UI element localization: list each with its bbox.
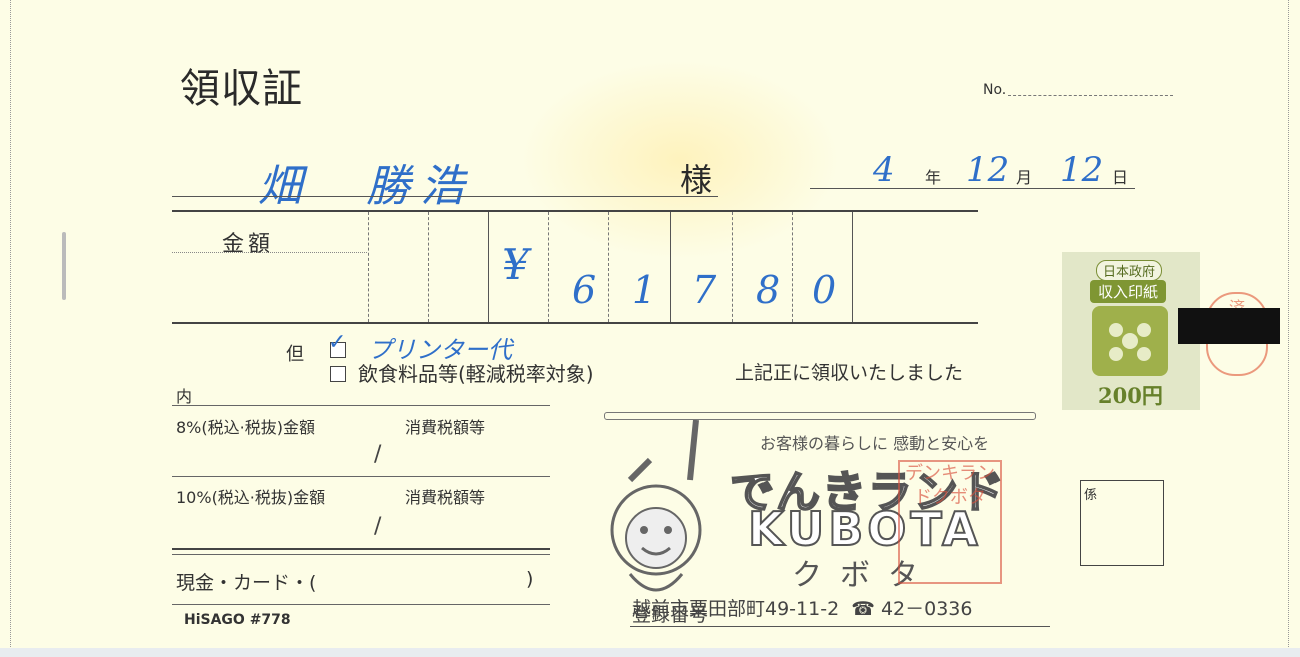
shop-name-jp: でんきランド — [729, 466, 1006, 519]
monkey-mascot-icon — [610, 420, 702, 592]
amount-digit: ¥ — [502, 240, 529, 289]
food-checkbox — [330, 366, 346, 382]
amount-cell-divider — [428, 212, 429, 322]
registration-rule — [630, 626, 1050, 627]
amount-cell-divider — [488, 212, 489, 322]
breakdown-label: 内 — [176, 387, 193, 406]
shop-stamp: お客様の暮らしに 感動と安心を でんきランド KUBOTA クボタ デンキランド… — [580, 400, 1050, 640]
amount-cell-divider — [608, 212, 609, 322]
amount-cell-divider — [732, 212, 733, 322]
date-day: 12 — [1060, 150, 1104, 190]
proviso-checkbox — [330, 342, 346, 358]
revenue-stamp-top: 日本政府 — [1096, 260, 1163, 281]
date-underline — [810, 188, 1135, 189]
revenue-stamp-price: 200円 — [1098, 383, 1163, 408]
shop-slogan: お客様の暮らしに 感動と安心を — [760, 434, 990, 453]
amount-top-rule — [172, 210, 978, 212]
amount-cell-divider — [792, 212, 793, 322]
shop-name-kana: クボタ — [792, 558, 936, 593]
amount-cell-divider — [548, 212, 549, 322]
amount-cell-divider — [670, 212, 671, 322]
shop-address: 越前市粟田部町49-11-2 ☎ 42－0336 — [632, 598, 973, 620]
date-day-unit: 日 — [1112, 168, 1129, 187]
shop-name-en: KUBOTA — [747, 501, 982, 557]
slash-mark: / — [374, 514, 382, 539]
stamp-bar — [604, 412, 1036, 420]
amount-digit: 7 — [692, 268, 717, 312]
amount-cell-divider — [368, 212, 369, 322]
receipt-title: 領収証 — [180, 66, 303, 112]
revenue-stamp: 日本政府 収入印紙 200円 — [1062, 252, 1200, 410]
amount-label: 金額 — [222, 232, 275, 257]
tax-8-label: 8%(税込·税抜)金額 — [176, 418, 315, 437]
flower-icon — [1092, 306, 1168, 376]
check-mark-icon: ✓ — [328, 330, 347, 355]
payment-rule — [172, 604, 550, 605]
perforation-right — [1288, 0, 1289, 657]
binding-slot — [62, 232, 66, 300]
staff-box — [1080, 480, 1164, 566]
recipient-name: 畑 勝浩 — [258, 161, 474, 212]
date-year: 4 — [873, 150, 895, 190]
date-month-unit: 月 — [1016, 168, 1033, 187]
tax-10-amount-label: 消費税額等 — [405, 488, 486, 507]
tax-row-rule — [172, 476, 550, 477]
proviso-note: プリンター代 — [368, 336, 512, 364]
payment-methods: 現金・カード・( — [176, 572, 317, 594]
shop-phone: ☎ 42－0336 — [851, 598, 973, 620]
registration-label: 登録番号 — [632, 604, 709, 626]
food-option-label: 飲食料品等(軽減税率対象) — [358, 362, 594, 386]
shop-red-seal: デンキランドクボタ — [898, 460, 1002, 584]
proviso-label: 但 — [286, 344, 304, 365]
redaction-bar — [1178, 308, 1280, 344]
tax-bottom-rule — [172, 554, 550, 555]
amount-cell-divider — [852, 212, 853, 322]
amount-digit: 0 — [812, 268, 837, 312]
date-month: 12 — [966, 150, 1010, 190]
perforation-left — [10, 0, 11, 657]
date-year-unit: 年 — [925, 168, 942, 187]
center-watermark — [520, 60, 840, 260]
tax-8-amount-label: 消費税額等 — [405, 418, 486, 437]
recipient-underline — [172, 196, 718, 197]
staff-label: 係 — [1084, 488, 1098, 503]
tax-bottom-rule — [172, 548, 550, 550]
amount-digit: 8 — [756, 268, 781, 312]
amount-digit: 6 — [572, 268, 597, 312]
slash-mark: / — [374, 442, 382, 467]
form-maker: HiSAGO #778 — [184, 612, 291, 628]
honorific: 様 — [680, 161, 713, 199]
breakdown-rule — [172, 405, 550, 406]
payment-close: ) — [526, 568, 534, 590]
received-statement: 上記正に領収いたしました — [735, 362, 964, 384]
receipt-number-field — [1008, 95, 1173, 96]
revenue-stamp-title: 収入印紙 — [1090, 280, 1167, 303]
bottom-edge — [0, 648, 1300, 657]
tax-10-label: 10%(税込·税抜)金額 — [176, 488, 326, 507]
amount-digit: 1 — [632, 268, 657, 312]
amount-label-divider — [172, 252, 367, 253]
receipt-number-label: No. — [983, 82, 1007, 98]
amount-bottom-rule — [172, 322, 978, 324]
